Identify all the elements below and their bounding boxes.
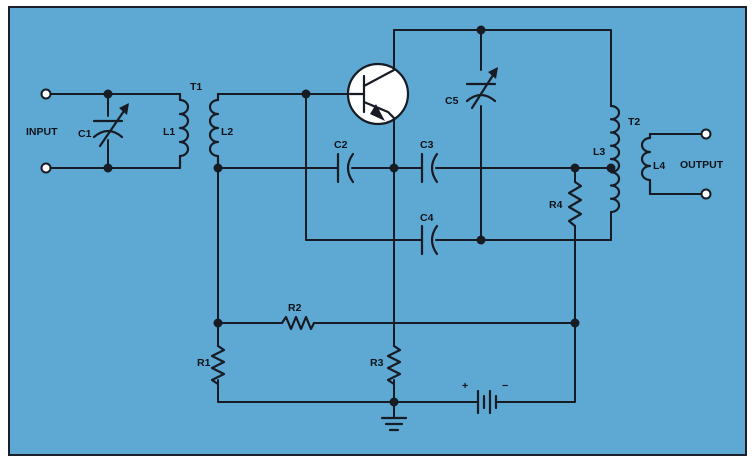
r4-label: R4 [549,199,563,211]
c1-label: C1 [78,128,92,140]
t2-label: T2 [628,116,640,128]
battery-minus-label: − [502,380,508,392]
resistor-r3 [386,344,402,386]
input-label: INPUT [26,126,58,138]
resistor-r4 [567,180,583,228]
capacitor-c1 [92,103,129,148]
l2-label: L2 [221,126,233,138]
input-terminal-bottom[interactable] [40,162,52,174]
output-terminal-top[interactable] [700,128,712,140]
ground-symbol [380,416,408,432]
c3-label: C3 [420,139,434,151]
capacitor-c3 [420,152,439,184]
inductor-l3 [609,104,621,214]
inductor-l1 [178,92,190,170]
input-terminal-top[interactable] [40,88,52,100]
battery-plus-label: + [462,380,468,392]
c2-label: C2 [334,139,348,151]
l4-label: L4 [653,160,665,172]
inductor-l2 [208,92,220,170]
r3-label: R3 [370,357,384,369]
output-terminal-bottom[interactable] [700,188,712,200]
transformer-t1 [208,92,307,170]
capacitor-c5 [465,67,498,110]
t1-label: T1 [190,81,202,93]
input-section [40,88,190,174]
battery [476,389,498,415]
r2-label: R2 [288,302,302,314]
c5-label: C5 [445,95,459,107]
transistor [346,62,410,126]
c4-label: C4 [420,212,434,224]
capacitor-c4 [420,224,439,256]
resistor-r2 [280,315,316,331]
l3-label: L3 [593,146,605,158]
r1-label: R1 [197,357,211,369]
output-label: OUTPUT [680,159,724,171]
inductor-l4 [640,132,652,196]
l1-label: L1 [163,126,175,138]
capacitor-c2 [336,152,355,184]
transformer-t2 [609,104,712,214]
resistor-r1 [210,344,226,386]
